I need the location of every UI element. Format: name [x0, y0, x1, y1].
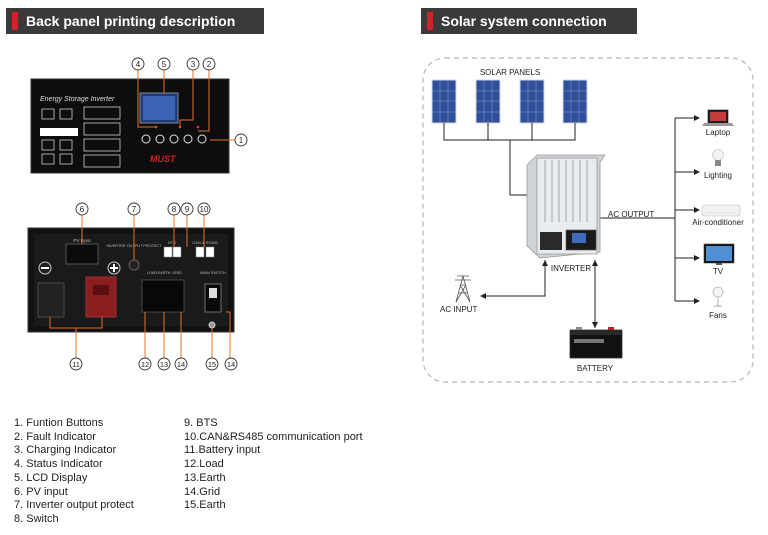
solar-system: SOLAR PANELS — [422, 57, 754, 383]
system-boundary — [422, 57, 754, 383]
front-callouts: 4 5 3 2 1 — [131, 57, 248, 147]
lcd-screen — [143, 96, 175, 120]
tv-icon — [703, 243, 735, 265]
inverter-label: INVERTER — [551, 264, 592, 273]
callout-7: 7 — [132, 205, 137, 214]
front-panel: Energy Storage Inverter — [30, 57, 248, 174]
legend-item: 5. LCD Display — [14, 471, 88, 484]
callout-9: 9 — [185, 205, 190, 214]
solar-panels-label: SOLAR PANELS — [480, 68, 540, 77]
ac-output-label: AC OUTPUT — [608, 210, 654, 219]
can-port — [195, 246, 205, 258]
laptop-icon — [702, 109, 734, 126]
legend-item: 10.CAN&RS485 communication port — [184, 430, 363, 443]
rs485-port — [205, 246, 215, 258]
front-panel-title: Energy Storage Inverter — [40, 96, 115, 103]
legend-item: 1. Funtion Buttons — [14, 417, 104, 429]
tv-label: TV — [713, 267, 724, 276]
earth-label: EARTH — [158, 271, 171, 275]
lighting-label: Lighting — [704, 171, 732, 180]
back-callouts: 6 7 8 9 10 11 12 13 14 15 14 — [69, 202, 238, 371]
battery-negative-lug — [37, 282, 65, 318]
front-callout-lines — [137, 70, 235, 141]
legend-item: 8. Switch — [14, 512, 59, 525]
back-panel-header: Back panel printing description — [6, 8, 264, 34]
callout-12: 12 — [141, 360, 149, 369]
solar-panel-2 — [475, 79, 501, 124]
fan-icon — [712, 286, 724, 307]
bts-port-2 — [172, 246, 182, 258]
ac-input-label: AC INPUT — [440, 305, 477, 314]
callout-5: 5 — [162, 60, 167, 69]
legend-item: 13.Earth — [184, 471, 226, 484]
legend-column-2: 9. BTS 10.CAN&RS485 communication port 1… — [184, 417, 363, 513]
laptop-label: Laptop — [706, 128, 731, 137]
callout-11: 11 — [72, 360, 80, 369]
function-buttons[interactable] — [141, 134, 207, 144]
battery-label: BATTERY — [577, 364, 614, 373]
main-switch-label: MAIN SWITCH — [200, 271, 226, 275]
light-bulb-icon — [712, 149, 724, 166]
grid-label: GRID — [172, 271, 182, 275]
wiring — [443, 117, 694, 328]
callout-2: 2 — [207, 60, 212, 69]
legend-item: 11.Battery input — [184, 444, 261, 457]
legend-item: 14.Grid — [184, 485, 221, 498]
front-panel-body — [30, 78, 230, 174]
legend-item: 2. Fault Indicator — [14, 430, 96, 443]
solar-panel-3 — [519, 79, 545, 124]
load-label: LOAD — [147, 271, 158, 275]
can-label: CAN & RS485 — [192, 240, 218, 245]
legend-item: 7. Inverter output protect — [14, 499, 134, 512]
battery-icon — [569, 327, 623, 359]
back-panel: PV Input INVERTER OUTPUT PROTECT BTS CAN… — [27, 202, 238, 371]
legend-item: 15.Earth — [184, 499, 226, 512]
main-switch-rocker — [209, 288, 217, 298]
fans-label: Fans — [709, 311, 727, 320]
callout-8: 8 — [172, 205, 177, 214]
legend-column-1: 1. Funtion Buttons 2. Fault Indicator 3.… — [14, 417, 134, 527]
ac-terminal-block — [141, 279, 185, 313]
solar-panel-4 — [562, 79, 588, 124]
bts-label: BTS — [168, 240, 176, 245]
solar-panel-1 — [431, 79, 457, 124]
transmission-tower-icon — [455, 274, 471, 303]
callout-6: 6 — [80, 205, 85, 214]
back-callout-lines — [49, 215, 231, 358]
inverter-output-protect — [128, 259, 140, 271]
callout-15: 15 — [208, 360, 216, 369]
callout-1: 1 — [239, 136, 244, 145]
solar-connection-header-text: Solar system connection — [441, 13, 607, 29]
legend-item: 6. PV input — [14, 485, 68, 498]
indicator-leds — [154, 125, 200, 129]
callout-13: 13 — [160, 360, 168, 369]
back-panel-header-text: Back panel printing description — [26, 13, 236, 29]
callout-14-second: 14 — [227, 360, 235, 369]
inverter-unit — [526, 154, 606, 259]
legend-item: 4. Status Indicator — [14, 458, 103, 471]
air-conditioner-icon — [701, 204, 741, 217]
front-panel-icon-grid — [41, 108, 73, 165]
callout-14: 14 — [177, 360, 185, 369]
brand-logo: MUST — [150, 154, 177, 164]
callout-10: 10 — [200, 205, 209, 214]
callout-3: 3 — [191, 60, 196, 69]
solar-panels — [431, 79, 588, 124]
pv-input-block — [65, 243, 99, 265]
earth-screw — [208, 321, 216, 329]
front-panel-status-rows — [83, 106, 121, 168]
legend-item: 3. Charging Indicator — [14, 444, 117, 457]
air-conditioner-label: Air-conditioner — [692, 218, 744, 227]
callout-4: 4 — [136, 60, 141, 69]
solar-connection-header: Solar system connection — [421, 8, 637, 34]
legend-item: 9. BTS — [184, 417, 218, 429]
battery-positive-lug — [85, 276, 117, 318]
legend-item: 12.Load — [184, 458, 224, 471]
bts-port — [163, 246, 173, 258]
front-panel-label-bar — [40, 128, 78, 136]
